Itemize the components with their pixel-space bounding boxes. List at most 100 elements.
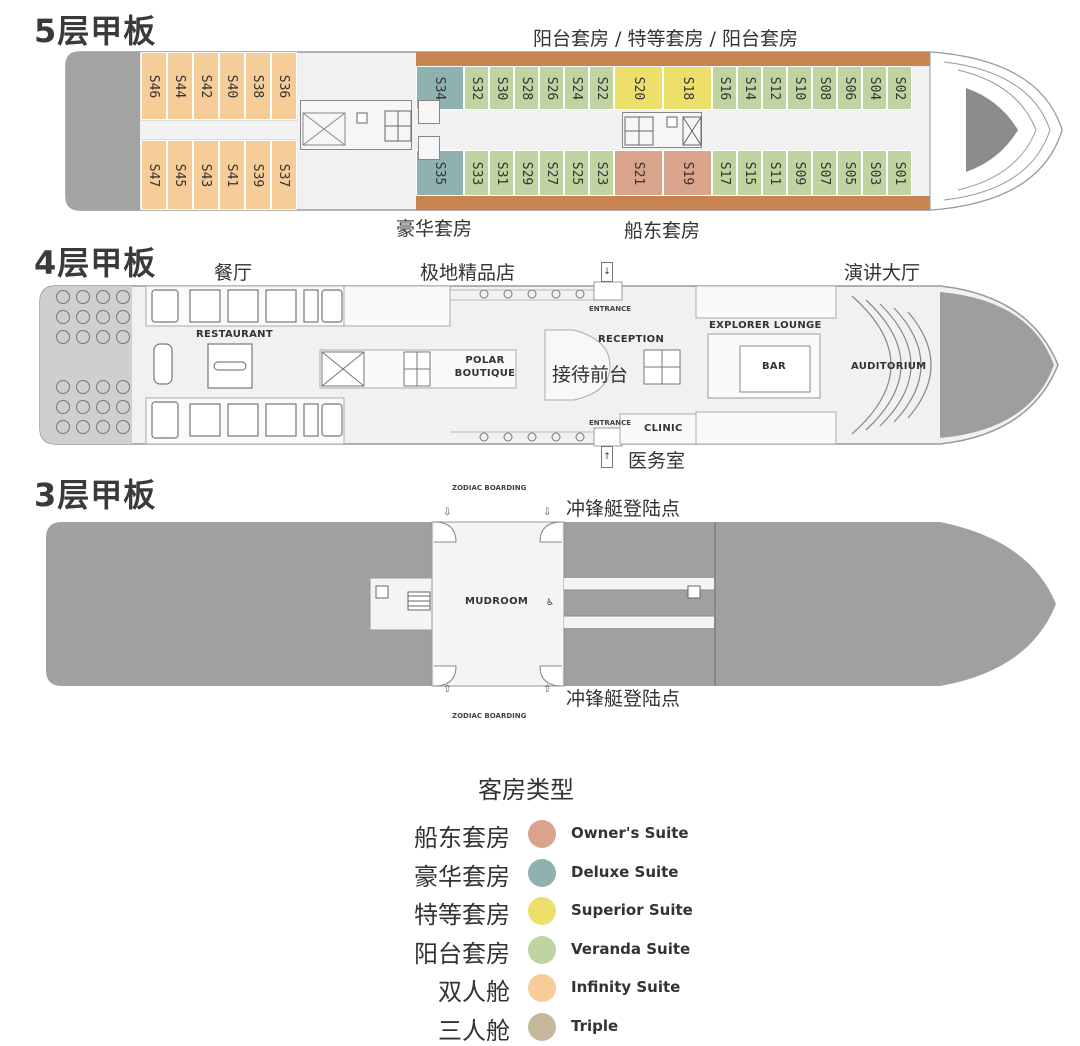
- deck-table: [76, 310, 90, 324]
- cabin-s08[interactable]: S08: [812, 66, 837, 110]
- cabin-s15[interactable]: S15: [737, 150, 762, 196]
- zodiac-boarding-bottom-label: ZODIAC BOARDING: [452, 712, 527, 720]
- deck-table: [56, 380, 70, 394]
- cabin-s07[interactable]: S07: [812, 150, 837, 196]
- deck4-dining-label: 餐厅: [214, 262, 253, 284]
- legend-title: 客房类型: [478, 776, 574, 804]
- entrance-top-label: ENTRANCE: [589, 305, 631, 313]
- deck4-auditorium-label: 演讲大厅: [844, 262, 921, 284]
- cabin-s46[interactable]: S46: [141, 52, 167, 120]
- cabin-s22[interactable]: S22: [589, 66, 614, 110]
- cabin-s14[interactable]: S14: [737, 66, 762, 110]
- deck5-top-label: 阳台套房 / 特等套房 / 阳台套房: [533, 28, 798, 50]
- cabin-s38[interactable]: S38: [245, 52, 271, 120]
- cabin-s17[interactable]: S17: [712, 150, 737, 196]
- deck-table: [76, 330, 90, 344]
- cabin-s27[interactable]: S27: [539, 150, 564, 196]
- legend-zh-label: 船东套房: [414, 824, 510, 852]
- auditorium-label: AUDITORIUM: [851, 361, 927, 372]
- deck-table: [116, 330, 130, 344]
- entrance-bottom-label: ENTRANCE: [589, 419, 631, 427]
- legend-zh-label: 豪华套房: [414, 862, 510, 891]
- entrance-arrow-top-icon: ↓: [601, 262, 613, 282]
- cabin-s41[interactable]: S41: [219, 140, 245, 210]
- cabin-s40[interactable]: S40: [219, 52, 245, 120]
- cabin-s02[interactable]: S02: [887, 66, 912, 110]
- reception-zh-label: 接待前台: [552, 364, 629, 386]
- cabin-s19[interactable]: S19: [663, 150, 712, 196]
- deck-table: [56, 290, 70, 304]
- zodiac-arrow-top-left-icon: ⇩: [443, 507, 452, 518]
- deck-table: [56, 330, 70, 344]
- cabin-s01[interactable]: S01: [887, 150, 912, 196]
- cabin-s42[interactable]: S42: [193, 52, 219, 120]
- deck-table: [96, 380, 110, 394]
- deck-table: [96, 330, 110, 344]
- legend-en-label: Triple: [571, 1017, 619, 1035]
- zodiac-arrow-bottom-left-icon: ⇧: [443, 684, 452, 695]
- cabin-s21[interactable]: S21: [614, 150, 663, 196]
- cabin-s09[interactable]: S09: [787, 150, 812, 196]
- cabin-s45[interactable]: S45: [167, 140, 193, 210]
- cabin-s18[interactable]: S18: [663, 66, 712, 110]
- deck3-title: 3层甲板: [34, 476, 157, 514]
- cabin-s33[interactable]: S33: [464, 150, 489, 196]
- cabin-s11[interactable]: S11: [762, 150, 787, 196]
- legend-en-label: Infinity Suite: [571, 978, 681, 997]
- cabin-s20[interactable]: S20: [614, 66, 663, 110]
- mudroom-label: MUDROOM: [465, 596, 529, 607]
- deck5-title: 5层甲板: [34, 12, 157, 50]
- deck-table: [116, 310, 130, 324]
- restroom-icon: ♿: [546, 598, 555, 608]
- cabin-s30[interactable]: S30: [489, 66, 514, 110]
- cabin-s06[interactable]: S06: [837, 66, 862, 110]
- cabin-s47[interactable]: S47: [141, 140, 167, 210]
- cabin-s05[interactable]: S05: [837, 150, 862, 196]
- cabin-s03[interactable]: S03: [862, 150, 887, 196]
- cabin-s36[interactable]: S36: [271, 52, 297, 120]
- deck-table: [96, 420, 110, 434]
- zodiac-arrow-top-right-icon: ⇩: [543, 507, 552, 518]
- cabin-s04[interactable]: S04: [862, 66, 887, 110]
- deck-table: [76, 290, 90, 304]
- cabin-s43[interactable]: S43: [193, 140, 219, 210]
- explorer-lounge-label: EXPLORER LOUNGE: [709, 320, 822, 331]
- cabin-s31[interactable]: S31: [489, 150, 514, 196]
- legend-swatch: [528, 858, 556, 887]
- deck-table: [116, 290, 130, 304]
- legend-zh-label: 特等套房: [414, 901, 510, 930]
- legend-zh-label: 双人舱: [438, 978, 510, 1007]
- legend-en-label: Veranda Suite: [571, 939, 691, 958]
- cabin-s16[interactable]: S16: [712, 66, 737, 110]
- deck-table: [56, 400, 70, 414]
- polar-boutique-label-2: BOUTIQUE: [454, 368, 516, 379]
- deck-table: [76, 380, 90, 394]
- deck-table: [56, 310, 70, 324]
- deck-table: [56, 420, 70, 434]
- deck5-owner-label: 船东套房: [624, 220, 701, 242]
- legend-zh-label: 阳台套房: [414, 939, 510, 968]
- cabin-s28[interactable]: S28: [514, 66, 539, 110]
- cabin-s44[interactable]: S44: [167, 52, 193, 120]
- cabin-s24[interactable]: S24: [564, 66, 589, 110]
- cabin-s23[interactable]: S23: [589, 150, 614, 196]
- cabin-s37[interactable]: S37: [271, 140, 297, 210]
- clinic-label: CLINIC: [644, 423, 683, 434]
- deck-table: [116, 420, 130, 434]
- cabin-s25[interactable]: S25: [564, 150, 589, 196]
- deck-table: [96, 400, 110, 414]
- deck-table: [76, 400, 90, 414]
- cabin-s39[interactable]: S39: [245, 140, 271, 210]
- deck5-stair-small-bottom: [418, 136, 440, 160]
- cabin-s32[interactable]: S32: [464, 66, 489, 110]
- cabin-s26[interactable]: S26: [539, 66, 564, 110]
- entrance-arrow-bottom-icon: ↑: [601, 446, 613, 468]
- deck4-title: 4层甲板: [34, 244, 157, 282]
- cabin-s10[interactable]: S10: [787, 66, 812, 110]
- cabin-s29[interactable]: S29: [514, 150, 539, 196]
- legend-swatch: [528, 897, 556, 926]
- legend-swatch: [528, 974, 556, 1003]
- cabin-s12[interactable]: S12: [762, 66, 787, 110]
